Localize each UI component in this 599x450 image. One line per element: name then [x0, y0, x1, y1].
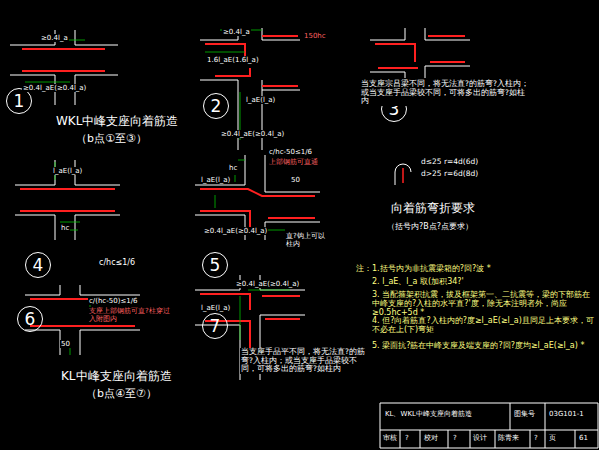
drawing-label: KL中峰支座向着筋造 — [60, 370, 173, 384]
drawing-label: ≥0.4l_aE(≥0.4l_a) — [220, 130, 285, 138]
drawing-label: 向着筋弯折要求 — [390, 202, 476, 216]
drawing-label: 当支座手品平不同，将无法直?的筋弯?入柱内；或当支座手品梁较不同，可将多出的筋弯… — [240, 348, 367, 374]
drawing-label: 5. 梁面抗?筋在中峰支座及端支座的?回?度均≥l_aE(≥l_a) * — [371, 341, 597, 350]
drawing-label: 设计 — [472, 434, 488, 442]
callout-circle: 5 — [202, 252, 228, 278]
drawing-label: d≤25 r=4d(6d) — [420, 158, 479, 167]
drawing-label: l_aE(l_a) — [52, 167, 83, 175]
drawing-label: c/(hc-50)≤1/6 — [88, 297, 139, 305]
drawing-label: 支座上部钢筋可直?柱穿过入附图内 — [88, 307, 175, 323]
drawing-label: ? — [533, 434, 539, 442]
drawing-label: 150hc — [303, 32, 327, 40]
drawing-label: 上部钢筋可直通 — [268, 158, 319, 166]
drawing-label: 审核 — [382, 434, 398, 442]
drawing-label: ≥0.4l_aE(≥0.4l_a) — [203, 227, 268, 235]
drawing-label: 50 — [60, 340, 71, 348]
callout-number: 1 — [14, 91, 25, 111]
drawing-label: 3. 当配箍架积抗震，拔及框架第一、二抗震等，梁的下部筋在中峰支座的?入柱的水平… — [371, 290, 597, 318]
drawing-label: WKL中峰支座向着筋造 — [55, 115, 179, 129]
drawing-label: l_aE(l_a) — [200, 304, 231, 312]
drawing-label: 4. 但?向着筋直?入柱内的?度≥l_aE(≥l_a)且同足上本要求，可不必在上… — [371, 316, 597, 334]
callout-circle: 6 — [17, 306, 43, 332]
callout-number: 5 — [210, 255, 221, 275]
callout-circle: 7 — [202, 313, 228, 339]
drawing-label: 图集号 — [513, 410, 536, 418]
drawing-label: 注：1.括号内为非抗震梁箱的?回?波 * — [355, 264, 597, 273]
drawing-label: l_aE(l_a) — [200, 176, 231, 184]
drawing-label: （括号内?B点?点要求） — [386, 222, 474, 231]
drawing-label: （b点①至③） — [75, 133, 148, 146]
drawing-label: 页 — [548, 434, 557, 442]
drawing-label: ≥0.4l_a — [40, 34, 69, 42]
drawing-label: 03G101-1 — [548, 410, 585, 418]
drawing-label: c/hc≤1/6 — [98, 258, 136, 267]
drawing-label: 直?钩上可以柱内 — [285, 232, 327, 248]
drawing-label: hc — [228, 164, 238, 172]
drawing-label: 50 — [290, 176, 301, 184]
callout-number: 7 — [210, 316, 221, 336]
drawing-label: 2. l_aE、l_a 取(加积34?' — [371, 277, 597, 286]
drawing-label: 陈青来 — [497, 434, 520, 442]
drawing-label: 当支座宗吕梁不同，将无法直?的筋弯?入柱内；或当支座手品梁较不同，可将多出的筋弯… — [360, 80, 532, 106]
drawing-label: 校对 — [423, 434, 439, 442]
drawing-label: ? — [404, 434, 410, 442]
drawing-label: ? — [452, 434, 458, 442]
drawing-label: c/hc-50≤1/6 — [268, 148, 313, 156]
drawing-label: ≥0.4l_aE(≥0.4l_a) — [235, 280, 300, 288]
drawing-label: hc — [60, 224, 70, 232]
drawing-label: 1.6l_aE(1.6l_a) — [206, 56, 260, 64]
callout-circle: 4 — [25, 252, 51, 278]
drawing-label: d>25 r=6d(8d) — [420, 170, 479, 179]
drawing-label: ≥0.4l_a — [222, 28, 251, 36]
callout-circle: 2 — [203, 93, 229, 119]
drawing-label: KL、WKL中峰支座向着筋造 — [384, 410, 473, 418]
callout-number: 4 — [33, 255, 44, 275]
drawing-label: 61 — [578, 434, 589, 442]
drawing-label: （b点④至⑦） — [85, 388, 158, 401]
drawing-label: ≥0.4l_aE(≥0.4l_a) — [22, 84, 87, 92]
callout-number: 2 — [211, 96, 222, 116]
drawing-label: l_aE(l_a) — [245, 96, 276, 104]
callout-number: 6 — [25, 309, 36, 329]
